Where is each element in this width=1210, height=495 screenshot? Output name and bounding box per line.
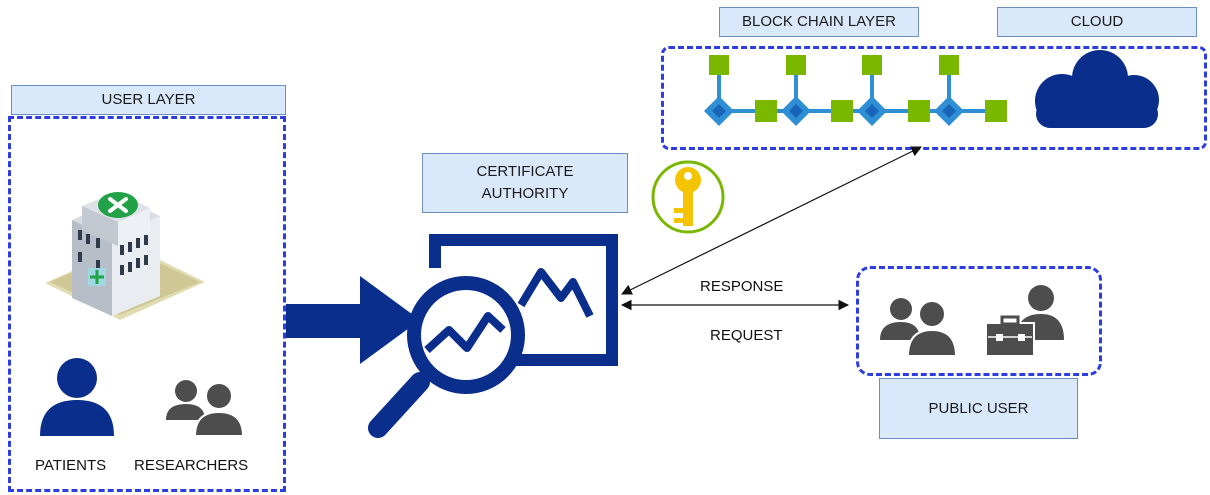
patient-icon [40,358,114,436]
block-chain-layer-text: BLOCK CHAIN LAYER [742,13,896,30]
cloud-text: CLOUD [1070,13,1124,30]
certificate-authority-icon [368,234,618,438]
user-layer-text: USER LAYER [101,91,196,108]
cloud-label: CLOUD [997,7,1197,37]
cloud-link-arrow [621,146,922,295]
user-layer-container [8,116,286,492]
researchers-icon [166,380,245,437]
certificate-authority-label: CERTIFICATE AUTHORITY [422,153,628,213]
certificate-authority-text-1: CERTIFICATE [476,163,574,180]
block-chain-layer-label: BLOCK CHAIN LAYER [719,7,919,37]
patients-label: PATIENTS [35,457,107,474]
request-label: REQUEST [710,327,783,344]
certificate-authority-text-2: AUTHORITY [481,185,569,202]
public-user-container [856,266,1102,376]
public-user-text: PUBLIC USER [928,399,1029,417]
researchers-label: RESEARCHERS [134,457,249,474]
cloud-icon [1035,50,1159,128]
business-user-icon [985,285,1064,357]
hospital-icon [45,192,205,320]
public-users-icon [880,298,958,357]
public-user-label: PUBLIC USER [879,378,1078,439]
user-layer-label: USER LAYER [11,85,286,115]
key-icon [651,160,725,234]
blockchain-icon [704,55,1007,126]
flow-arrow [286,276,420,364]
blockchain-cloud-container [661,46,1207,150]
